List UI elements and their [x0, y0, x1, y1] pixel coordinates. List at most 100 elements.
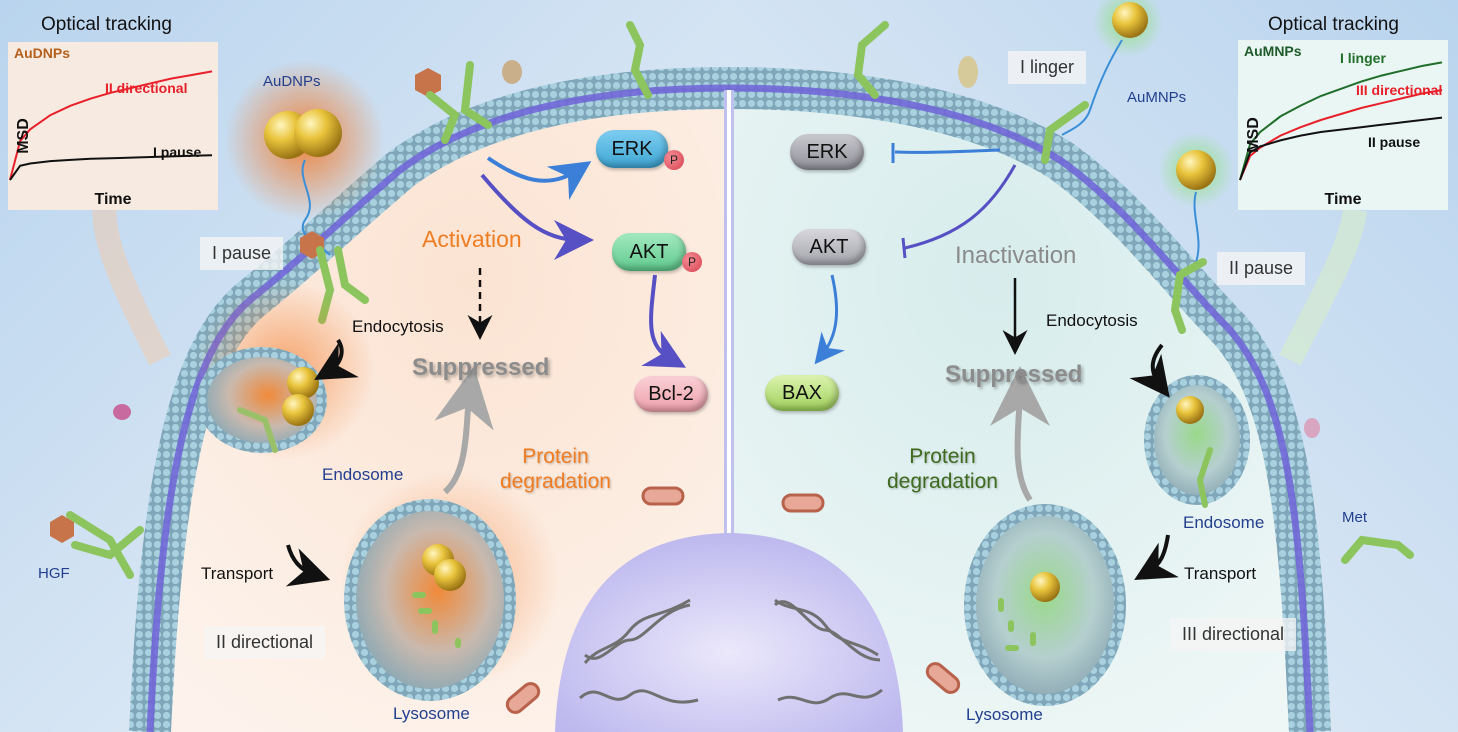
stage-tag-ii-directional: II directional — [204, 626, 326, 659]
x-axis-label: Time — [94, 191, 131, 208]
met-receptor-icon — [426, 61, 492, 144]
phospho-badge: P — [664, 150, 684, 170]
right-protein-degradation-label: Protein degradation — [887, 445, 998, 495]
right-endosome-label: Endosome — [1183, 513, 1265, 532]
right-tracking-arrow — [1279, 208, 1367, 366]
erk-label: ERK — [611, 137, 653, 160]
membrane-protein-icon — [113, 404, 131, 420]
met-receptor-icon — [626, 21, 652, 99]
membrane-protein-icon — [958, 56, 978, 88]
gold-nanoparticle-icon — [1030, 572, 1060, 602]
activation-label: Activation — [422, 226, 522, 252]
series-line-i-linger — [1239, 61, 1443, 181]
degraded-protein-icon — [998, 598, 1036, 651]
inhibition-arrow-akt — [904, 164, 1017, 250]
stage-tag-i-linger: I linger — [1008, 51, 1087, 84]
series-line-ii-pause — [1239, 116, 1443, 181]
y-axis-label: MSD — [1245, 117, 1262, 153]
left-endosome-label: Endosome — [322, 465, 404, 484]
right-degradation-arrow — [989, 366, 1050, 502]
plot-title: AuDNPs — [14, 45, 70, 61]
left-lysosome-label: Lysosome — [393, 704, 470, 723]
right-endocytosis-arrow — [1129, 343, 1170, 398]
erk-inactive-node: ERK — [790, 134, 864, 170]
degradation-line-2: degradation — [500, 469, 611, 493]
right-optical-tracking-title: Optical tracking — [1268, 14, 1399, 35]
right-lysosome — [964, 504, 1126, 706]
panel-divider-highlight — [727, 90, 731, 732]
membrane-protein-icon — [502, 60, 522, 84]
gold-nanoparticle-icon — [434, 559, 466, 591]
left-transport-arrow — [285, 544, 331, 587]
left-lysosome — [344, 499, 516, 701]
akt-active-node: AKT — [612, 233, 686, 271]
bax-label: BAX — [781, 381, 823, 404]
bcl2-label: Bcl-2 — [648, 382, 694, 405]
series-label: II directional — [105, 80, 187, 96]
hgf-label: HGF — [38, 565, 70, 582]
left-tracking-arrow — [92, 203, 171, 366]
nucleus — [555, 533, 903, 732]
series-label: II pause — [1368, 134, 1420, 150]
stage-tag-ii-pause: II pause — [1217, 252, 1306, 285]
akt-label: AKT — [629, 240, 669, 263]
akt-inactive-node: AKT — [792, 229, 866, 265]
stage-tag-i-pause: I pause — [200, 237, 284, 270]
akt-to-bax-arrow — [814, 274, 845, 365]
aumnps-label: AuMNPs — [1127, 89, 1187, 106]
degraded-protein-icon — [412, 592, 461, 648]
degradation-line-2: degradation — [887, 469, 998, 493]
right-membrane-core — [728, 84, 1314, 732]
stage-tag-iii-directional: III directional — [1170, 618, 1297, 651]
series-line-ii-directional — [9, 70, 213, 181]
gold-nanoparticle-icon — [1112, 2, 1148, 38]
plot-background — [8, 42, 218, 210]
x-axis-label: Time — [1324, 191, 1361, 208]
met-receptor-icon — [66, 511, 144, 579]
left-degradation-arrow — [434, 366, 494, 495]
audnps-label: AuDNPs — [263, 73, 321, 90]
akt-label: AKT — [809, 235, 849, 258]
dna-linker-icon — [1193, 191, 1200, 266]
dna-linker-icon — [1061, 39, 1123, 136]
inactivation-label: Inactivation — [955, 242, 1077, 269]
left-suppressed-label: Suppressed — [412, 354, 550, 381]
dna-helix-icon — [578, 598, 883, 705]
series-label: I pause — [153, 144, 201, 160]
erk-label: ERK — [806, 140, 848, 163]
met-receptor-icon — [1196, 447, 1213, 508]
series-label: III directional — [1356, 82, 1442, 98]
gold-nanoparticle-icon — [1176, 396, 1204, 424]
right-transport-arrow — [1134, 534, 1179, 581]
gold-nanoparticle-icon — [1176, 150, 1216, 190]
met-receptor-icon — [853, 21, 889, 99]
right-transport-label: Transport — [1184, 564, 1257, 583]
series-line-i-pause — [9, 154, 213, 181]
plot-title: AuMNPs — [1244, 43, 1302, 59]
y-axis-label: MSD — [15, 118, 32, 154]
membrane-protein-icon — [1304, 418, 1320, 438]
met-receptor-icon — [1041, 101, 1089, 164]
left-endocytosis-label: Endocytosis — [352, 317, 444, 336]
bax-node: BAX — [765, 375, 839, 411]
akt-to-bcl2-arrow — [641, 274, 686, 368]
met-receptor-icon — [237, 407, 278, 453]
left-endocytosis-arrow — [314, 338, 359, 381]
series-label: I linger — [1340, 50, 1386, 66]
phospho-badge: P — [682, 252, 702, 272]
inhibition-arrow-erk — [894, 148, 1001, 154]
right-suppressed-label: Suppressed — [945, 361, 1083, 388]
gold-nanoparticle-icon — [287, 367, 319, 399]
gold-nanoparticle-icon — [282, 394, 314, 426]
degradation-line-1: Protein — [909, 445, 976, 468]
hgf-ligand-icon — [50, 515, 74, 543]
inhibition-bar-akt — [901, 237, 907, 259]
left-optical-tracking-title: Optical tracking — [41, 14, 172, 35]
activation-arrow-akt — [480, 173, 594, 260]
right-endocytosis-label: Endocytosis — [1046, 311, 1138, 330]
gold-nanoparticle-icon — [294, 109, 342, 157]
right-endosome — [1144, 375, 1250, 505]
mitochondrion-icon — [505, 486, 961, 714]
